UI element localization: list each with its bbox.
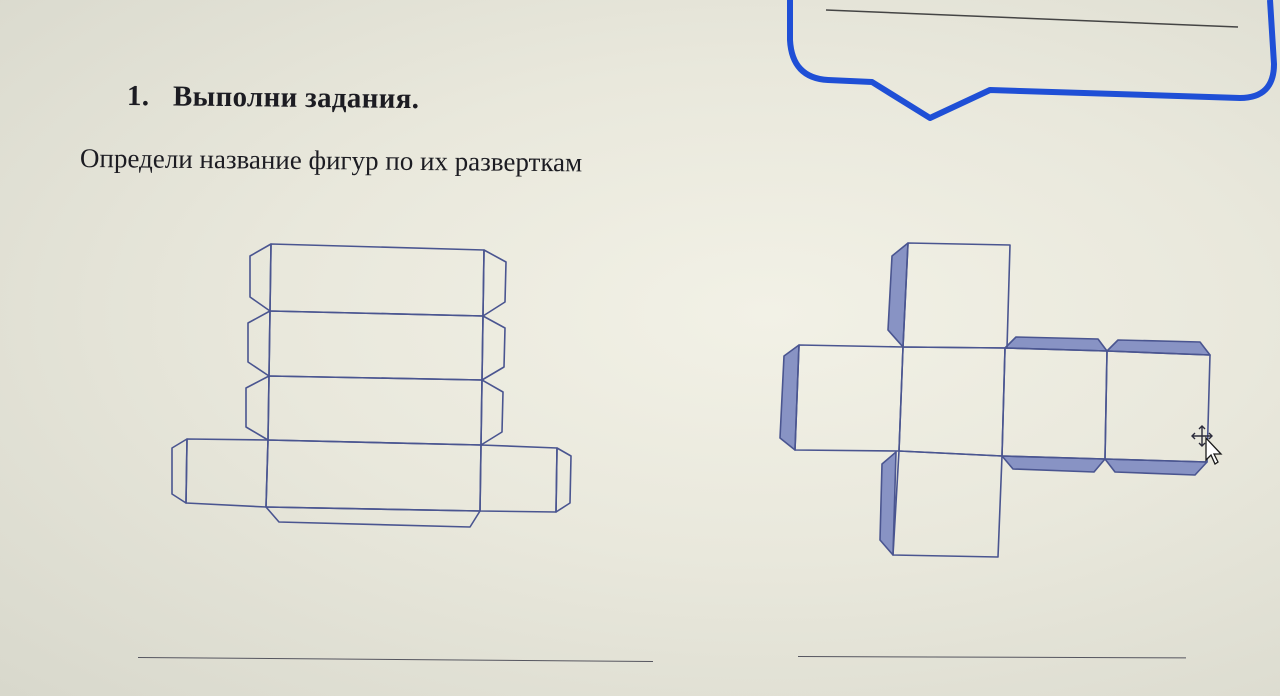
- cube-face-top: [902, 242, 1011, 349]
- cube-face-center: [898, 346, 1006, 457]
- cube-face-right-2: [1104, 350, 1211, 463]
- prism-flap-far-left: [171, 438, 188, 504]
- prism-flap-left-3: [245, 375, 270, 441]
- callout-answer-line: [825, 9, 1239, 28]
- prism-flap-left-1: [249, 243, 272, 312]
- move-cursor-icon: [1191, 425, 1223, 465]
- cube-face-right-1: [1001, 347, 1108, 460]
- prism-flap-left-2: [247, 310, 271, 377]
- prism-flap-right-1: [482, 249, 507, 317]
- cube-flap-bottom-left: [879, 451, 897, 556]
- prism-flap-right-3: [480, 379, 504, 446]
- prism-flap-bottom: [265, 506, 481, 528]
- cube-face-left: [794, 344, 904, 452]
- prism-flap-far-right: [555, 447, 572, 513]
- prism-flap-right-2: [481, 315, 506, 381]
- cube-face-bottom: [892, 450, 1003, 558]
